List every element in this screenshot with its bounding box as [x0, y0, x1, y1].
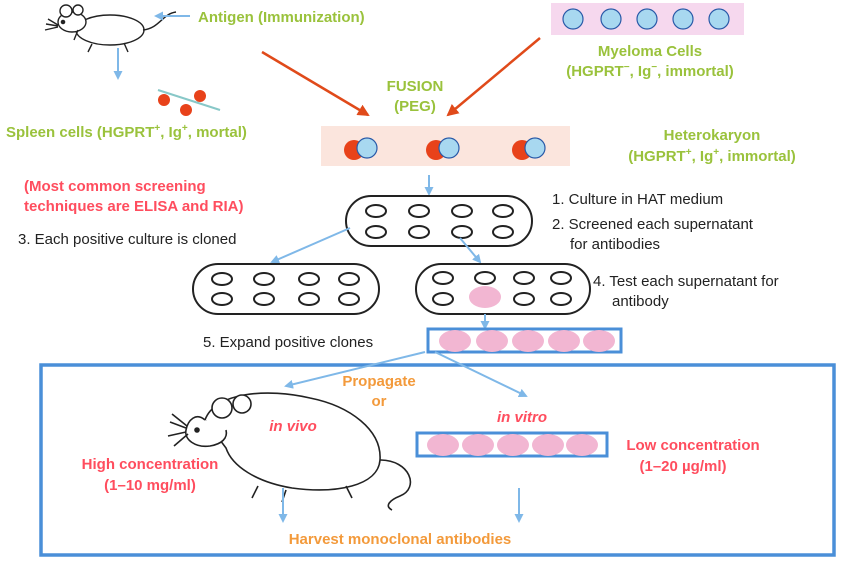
in-vivo-arrow — [284, 351, 426, 389]
low-concentration-range: (1–20 µg/ml) — [639, 458, 726, 475]
propagation-box — [39, 363, 836, 557]
test-plate — [415, 263, 591, 315]
spleen-cell — [158, 94, 170, 106]
step3-text: 3. Each positive culture is cloned — [18, 231, 236, 248]
step4-text-line2: antibody — [612, 293, 669, 310]
myeloma-props: (HGPRT−, Ig−, immortal) — [566, 62, 734, 80]
spleen-cell — [180, 104, 192, 116]
heterokaryon-title: Heterokaryon — [664, 127, 761, 144]
in-vivo-label: in vivo — [269, 418, 317, 435]
peg-label: (PEG) — [394, 98, 436, 115]
mouse-icon — [167, 392, 412, 511]
harvest-label: Harvest monoclonal antibodies — [289, 531, 512, 548]
in-vitro-label: in vitro — [497, 409, 547, 426]
propagate-label: Propagate — [342, 373, 415, 390]
heterokaryon-props: (HGPRT+, Ig+, immortal) — [628, 147, 796, 165]
in-vitro-culture — [415, 431, 609, 458]
spleen-fusion-arrow — [261, 50, 370, 117]
antigen-label: Antigen (Immunization) — [198, 9, 365, 26]
expanded-clones — [426, 327, 623, 354]
heterokaryon-cells — [321, 126, 570, 166]
culture-plate — [345, 195, 533, 247]
screening-note-line2: techniques are ELISA and RIA) — [24, 198, 244, 215]
myeloma-cells — [551, 3, 744, 35]
myeloma-fusion-arrow — [446, 37, 541, 117]
step2-text-line2: for antibodies — [570, 236, 660, 253]
high-concentration-label: High concentration — [82, 456, 219, 473]
fusion-label: FUSION — [387, 78, 444, 95]
screening-note-line1: (Most common screening — [24, 178, 206, 195]
spleen-label: Spleen cells (HGPRT+, Ig+, mortal) — [6, 123, 247, 141]
mouse-icon — [44, 4, 177, 53]
step2-text-line1: 2. Screened each supernatant — [552, 216, 754, 233]
to-clone-plate-arrow — [270, 227, 351, 264]
low-concentration-label: Low concentration — [626, 437, 759, 454]
spleen-cells — [157, 89, 221, 116]
to-test-plate-arrow — [459, 237, 482, 264]
step4-text-line1: 4. Test each supernatant for — [593, 273, 779, 290]
spleen-cell — [194, 90, 206, 102]
step1-text: 1. Culture in HAT medium — [552, 191, 723, 208]
in-vitro-arrow — [434, 351, 528, 398]
clone-plate — [192, 263, 380, 315]
positive-well — [469, 286, 501, 308]
step5-text: 5. Expand positive clones — [203, 334, 373, 351]
or-label: or — [372, 393, 387, 410]
myeloma-title: Myeloma Cells — [598, 43, 702, 60]
high-concentration-range: (1–10 mg/ml) — [104, 477, 196, 494]
